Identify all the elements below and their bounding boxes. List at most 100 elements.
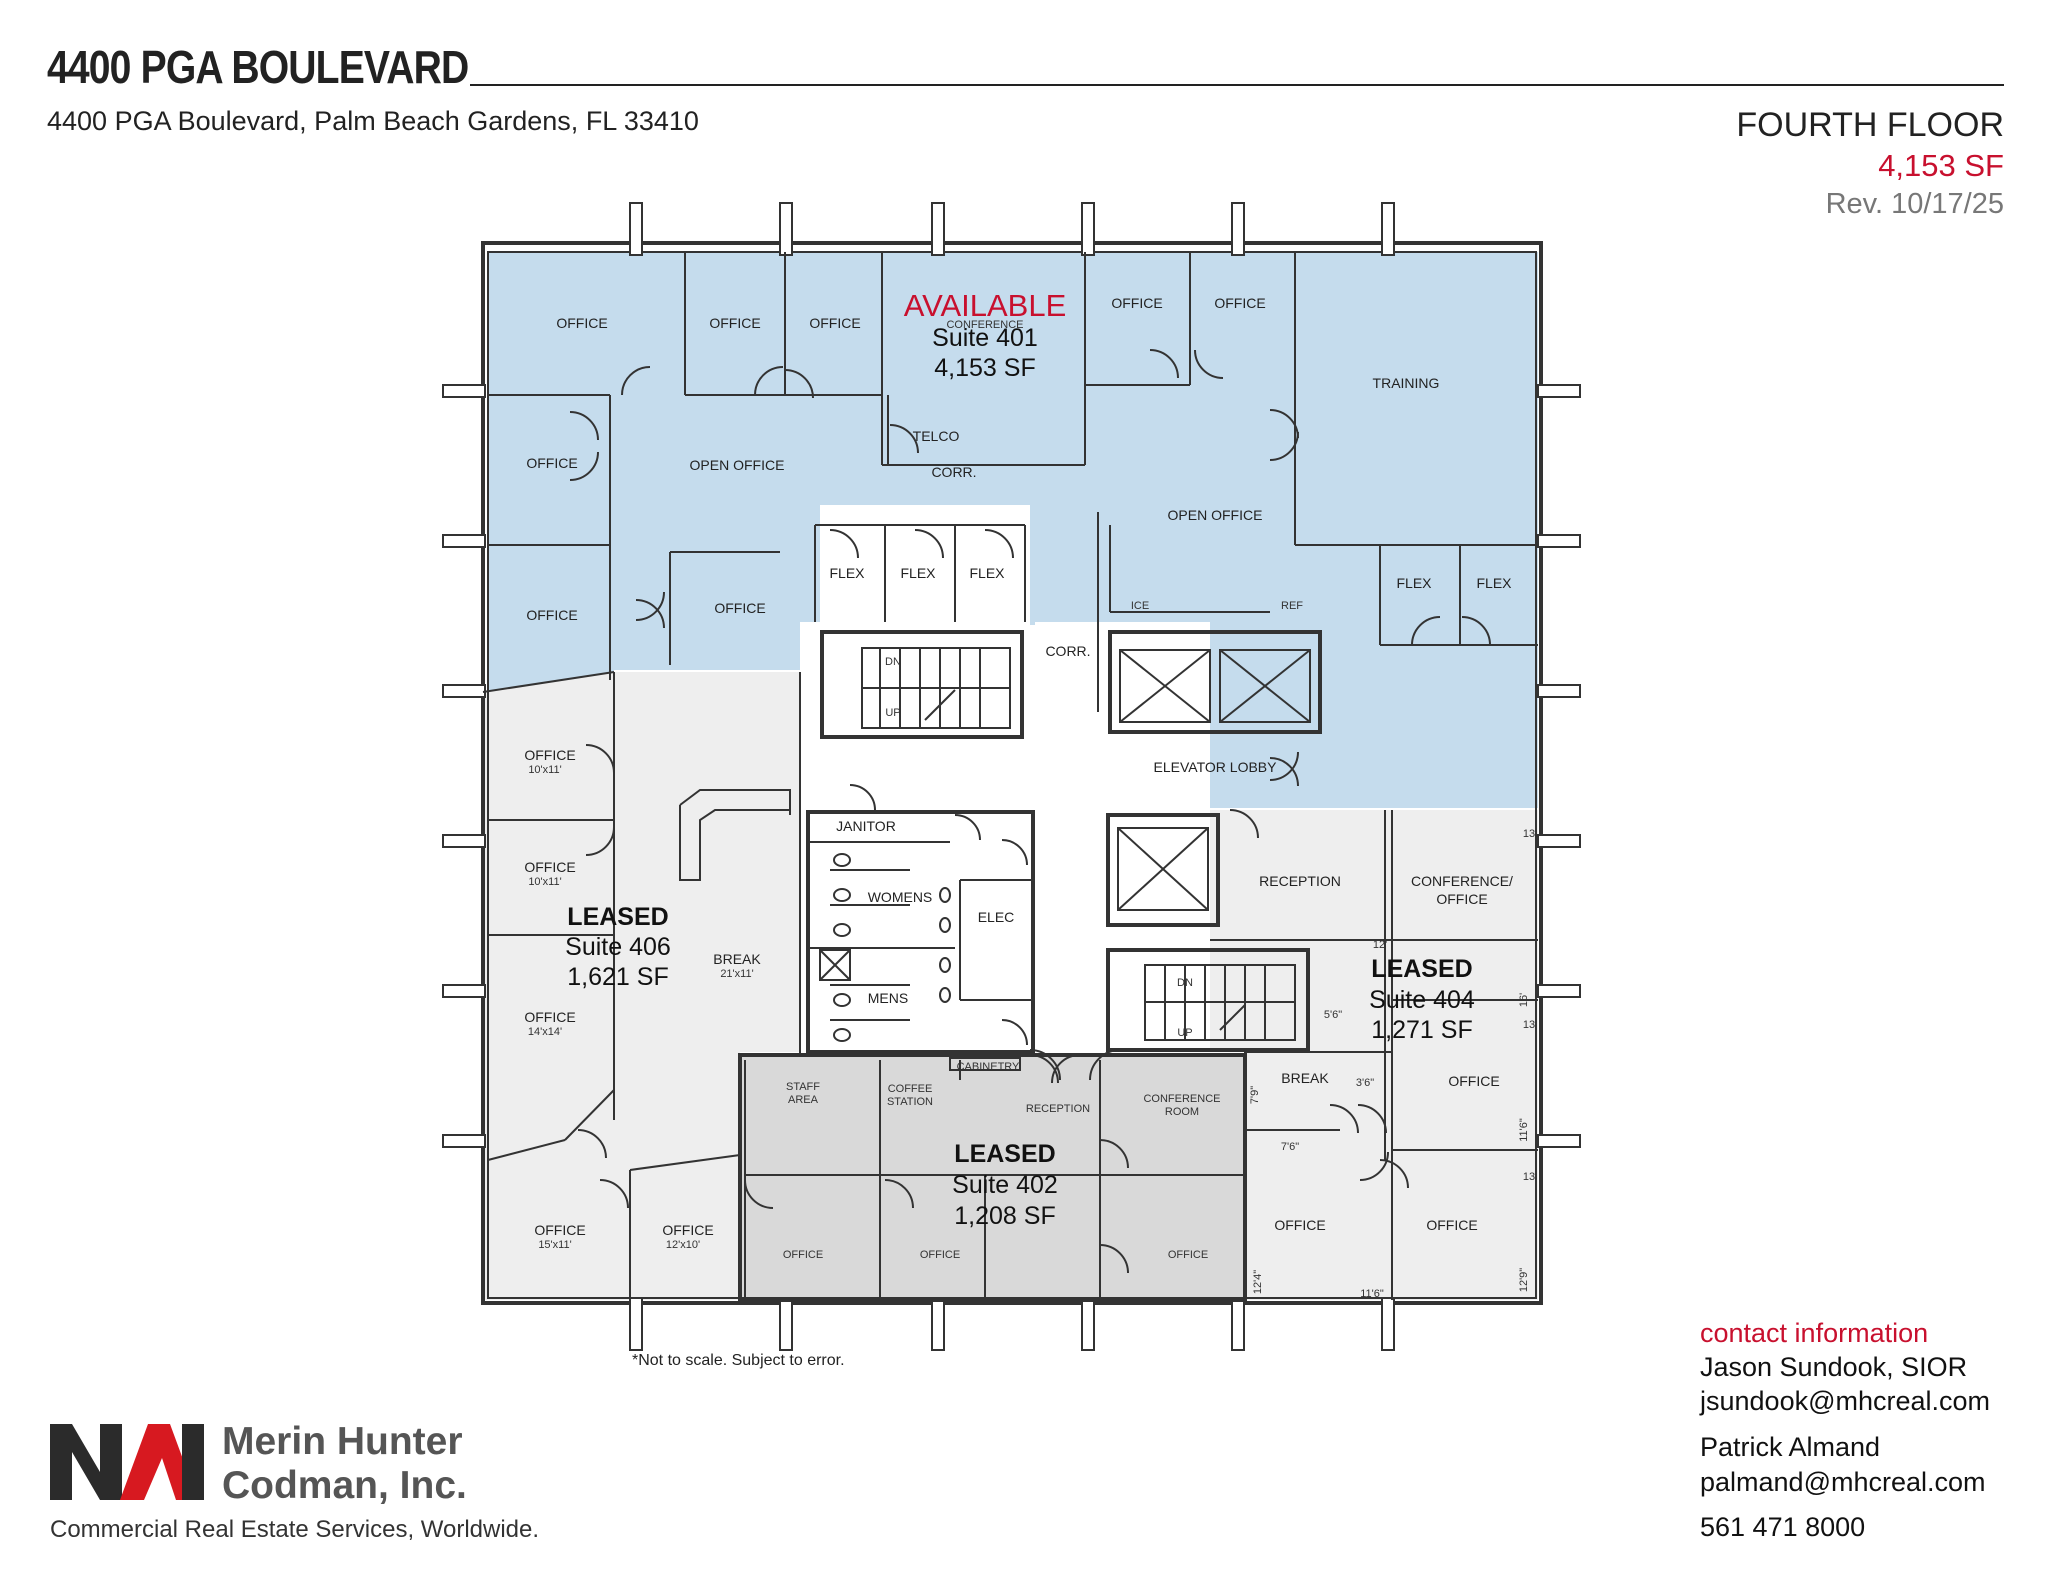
room-label-office: OFFICE [1111, 295, 1162, 311]
room-label-conference-office: OFFICE [1436, 891, 1487, 907]
suite-404-area: 1,271 SF [1371, 1016, 1472, 1044]
suite-402-name: Suite 402 [952, 1171, 1058, 1199]
room-label-staff-area: AREA [788, 1094, 819, 1106]
room-label-flex: FLEX [829, 565, 865, 581]
suite-401-status: AVAILABLE [904, 288, 1067, 323]
dimension: 13' [1523, 828, 1537, 840]
room-label-flex: FLEX [969, 565, 1005, 581]
room-label-elevator-lobby: ELEVATOR LOBBY [1154, 759, 1278, 775]
dimension: 5'6" [1324, 1009, 1342, 1021]
room-label-coffee-station: STATION [887, 1096, 933, 1108]
contact-heading: contact information [1700, 1318, 1929, 1348]
room-label-office: OFFICE [1168, 1249, 1208, 1261]
contact-email-2[interactable]: palmand@mhcreal.com [1700, 1467, 1986, 1497]
room-label-office: OFFICE [714, 600, 765, 616]
room-dim: 15'x11' [538, 1239, 571, 1251]
suite-406-status: LEASED [567, 903, 668, 931]
suite-406-area [483, 672, 800, 1300]
suite-402-walls [738, 1053, 1247, 1302]
suite-404-status: LEASED [1371, 955, 1472, 983]
room-label-open-office: OPEN OFFICE [690, 457, 785, 473]
stair-bottom [1106, 948, 1310, 1052]
suite-401-walls [488, 252, 1538, 712]
dimension: 7'6" [1281, 1141, 1299, 1153]
stair-dn-label: DN [885, 656, 901, 668]
suite-401-name: Suite 401 [932, 324, 1038, 352]
elevators-top [1108, 630, 1322, 734]
contact-email-1[interactable]: jsundook@mhcreal.com [1700, 1386, 1991, 1416]
room-label-flex: FLEX [1476, 575, 1512, 591]
dimension: 7'9" [1249, 1086, 1261, 1104]
room-label-conference-room: CONFERENCE [1143, 1093, 1220, 1105]
suite-402-status: LEASED [954, 1140, 1055, 1168]
contact-phone[interactable]: 561 471 8000 [1700, 1512, 1866, 1542]
room-dim: 10'x11' [528, 876, 561, 888]
dimension: 13' [1523, 1171, 1537, 1183]
room-dim: 21'x11' [720, 968, 753, 980]
room-label-office: OFFICE [709, 315, 760, 331]
room-label-office: OFFICE [524, 1009, 575, 1025]
room-label-reception: RECEPTION [1026, 1103, 1090, 1115]
mullions [442, 202, 1581, 1351]
suite-404-area [1100, 810, 1538, 1300]
room-label-flex: FLEX [1396, 575, 1432, 591]
building-core [800, 622, 1210, 1052]
door-swings-401 [569, 349, 1491, 787]
conference-label: CONFERENCE [946, 319, 1023, 331]
door-swings-406 [577, 744, 629, 1209]
ref-label: REF [1281, 600, 1303, 612]
contact-name-1: Jason Sundook, SIOR [1700, 1352, 1968, 1382]
room-label-office: OFFICE [920, 1249, 960, 1261]
company-name: Merin Hunter Codman, Inc. [222, 1420, 467, 1508]
room-dim: 12'x10' [666, 1239, 700, 1251]
room-label-conference-room: ROOM [1165, 1106, 1199, 1118]
suite-406-name: Suite 406 [565, 933, 671, 961]
dimension: 11'6" [1518, 1118, 1530, 1142]
room-label-janitor: JANITOR [836, 818, 896, 834]
room-label-reception: RECEPTION [1259, 873, 1341, 889]
room-label-office: OFFICE [526, 455, 577, 471]
room-label-staff-area: STAFF [786, 1081, 820, 1093]
room-label-office: OFFICE [534, 1222, 585, 1238]
room-label-corr: CORR. [1045, 643, 1090, 659]
room-label-corr: CORR. [931, 464, 976, 480]
room-label-office: OFFICE [783, 1249, 823, 1261]
dimension: 11'6" [1360, 1288, 1384, 1300]
page-title: 4400 PGA BOULEVARD [47, 41, 469, 93]
door-swings-402 [744, 1054, 1129, 1274]
room-label-office: OFFICE [809, 315, 860, 331]
suite-402-area [740, 1055, 1245, 1300]
room-label-cabinetry: CABINETRY [957, 1061, 1020, 1073]
nai-logo [50, 1424, 204, 1500]
stair-dn-label: DN [1177, 977, 1193, 989]
title-rule [470, 84, 2004, 86]
company-name-line1: Merin Hunter [222, 1420, 463, 1463]
suite-402-area: 1,208 SF [954, 1202, 1055, 1230]
restrooms [806, 810, 1035, 1054]
room-label-office: OFFICE [526, 607, 577, 623]
room-label-office: OFFICE [1426, 1217, 1477, 1233]
floor-area: 4,153 SF [1878, 148, 2004, 183]
room-dim: 10'x11' [528, 764, 561, 776]
dimension: 13' [1523, 1019, 1537, 1031]
door-swings-404 [1229, 809, 1409, 1189]
suite-404-name: Suite 404 [1369, 986, 1475, 1014]
room-label-coffee-station: COFFEE [888, 1083, 933, 1095]
room-label-flex: FLEX [900, 565, 936, 581]
room-label-break: BREAK [1281, 1070, 1329, 1086]
room-label-office: OFFICE [1448, 1073, 1499, 1089]
dimension: 12'4" [1252, 1270, 1264, 1294]
room-label-conference-office: CONFERENCE/ [1411, 873, 1513, 889]
dimension: 12'9" [1518, 1268, 1530, 1292]
room-label-training: TRAINING [1373, 375, 1440, 391]
stair-top [820, 630, 1024, 739]
room-dim: 14'x14' [528, 1026, 562, 1038]
scale-note: *Not to scale. Subject to error. [632, 1352, 845, 1369]
room-label-open-office: OPEN OFFICE [1168, 507, 1263, 523]
room-label-office: OFFICE [1274, 1217, 1325, 1233]
suite-406-walls [482, 671, 801, 1300]
dimension: 16' [1518, 993, 1530, 1007]
contact-name-2: Patrick Almand [1700, 1432, 1881, 1462]
suite-401-area [488, 252, 1538, 808]
